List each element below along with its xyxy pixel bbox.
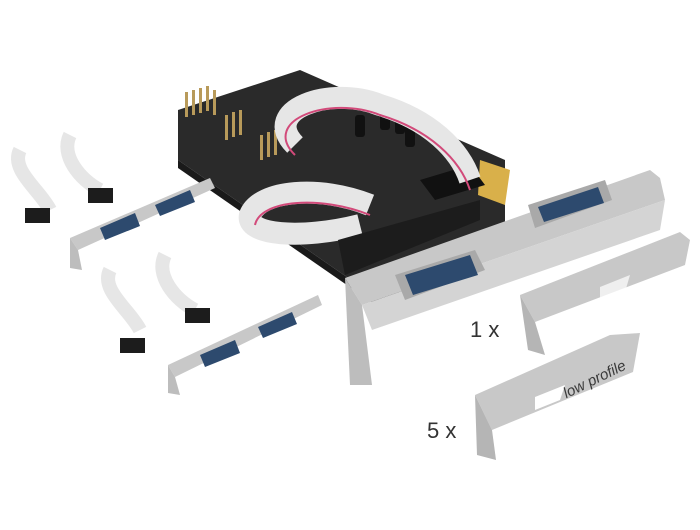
header-plug: [25, 208, 50, 223]
quantity-label-1x: 1 x: [470, 317, 500, 342]
main-bracket: [338, 170, 665, 385]
pin-headers: [185, 86, 277, 160]
low-profile-bracket-single: [475, 333, 640, 460]
quantity-label-5x: 5 x: [427, 418, 457, 443]
db9-port-2: [528, 180, 612, 228]
db9-port-1: [395, 250, 485, 300]
pcie-edge-connector: [478, 160, 510, 205]
extra-bracket-2: [101, 251, 322, 395]
ribbon-cables: [238, 86, 481, 245]
extra-bracket-1: [11, 131, 215, 270]
low-profile-bracket-dual: [520, 232, 690, 355]
